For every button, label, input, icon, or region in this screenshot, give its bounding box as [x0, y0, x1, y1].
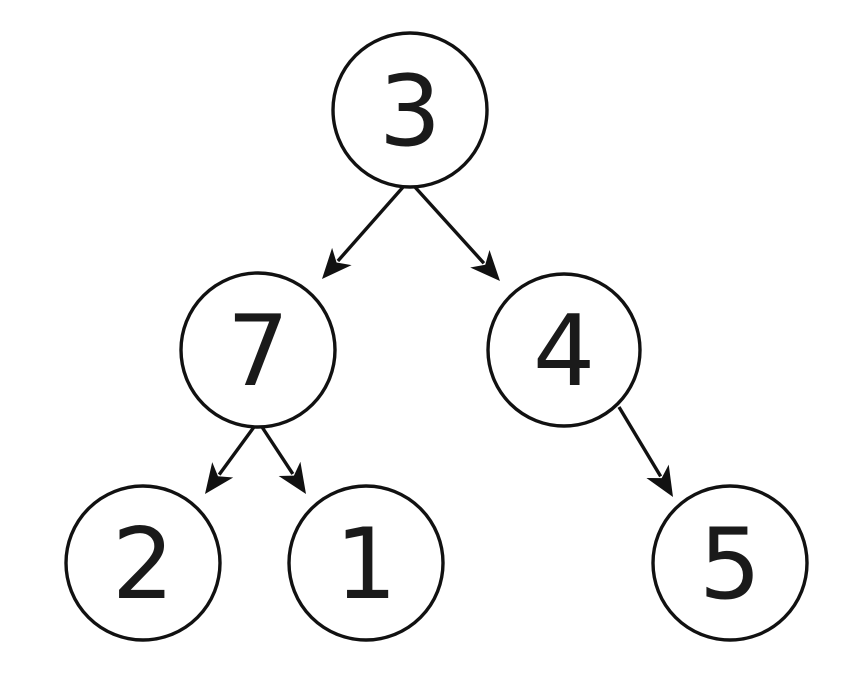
tree-edge-3-to-7: [322, 184, 406, 279]
edge-line: [336, 184, 406, 263]
tree-node-3[interactable]: 3: [331, 31, 489, 189]
edge-arrowhead: [205, 462, 234, 494]
node-label: 7: [227, 295, 289, 409]
edge-arrowhead: [322, 247, 352, 279]
node-circle[interactable]: [179, 271, 337, 429]
edge-arrowhead: [470, 250, 500, 281]
tree-edge-3-to-4: [412, 184, 500, 281]
node-circle[interactable]: [287, 484, 445, 642]
tree-node-2[interactable]: 2: [64, 484, 222, 642]
tree-node-5[interactable]: 5: [651, 484, 809, 642]
nodes-layer: 3 7 4 2 1 5: [64, 31, 809, 642]
edges-layer: [205, 184, 673, 497]
edge-line: [617, 406, 663, 478]
tree-node-1[interactable]: 1: [287, 484, 445, 642]
node-label: 5: [699, 508, 761, 622]
node-circle[interactable]: [331, 31, 489, 189]
edge-line: [260, 426, 295, 475]
tree-node-7[interactable]: 7: [179, 271, 337, 429]
edge-line: [217, 425, 256, 476]
tree-edge-4-to-5: [617, 406, 673, 497]
tree-edge-7-to-2: [205, 425, 256, 494]
node-circle[interactable]: [64, 484, 222, 642]
edge-arrowhead: [278, 461, 306, 494]
node-circle[interactable]: [651, 484, 809, 642]
node-label: 1: [335, 508, 397, 622]
node-label: 2: [112, 508, 174, 622]
tree-edge-7-to-1: [260, 426, 306, 494]
tree-node-4[interactable]: 4: [486, 272, 642, 428]
node-label: 3: [379, 55, 441, 169]
edge-line: [412, 184, 486, 265]
node-label: 4: [533, 295, 595, 409]
node-circle[interactable]: [486, 272, 642, 428]
edge-arrowhead: [646, 464, 673, 497]
